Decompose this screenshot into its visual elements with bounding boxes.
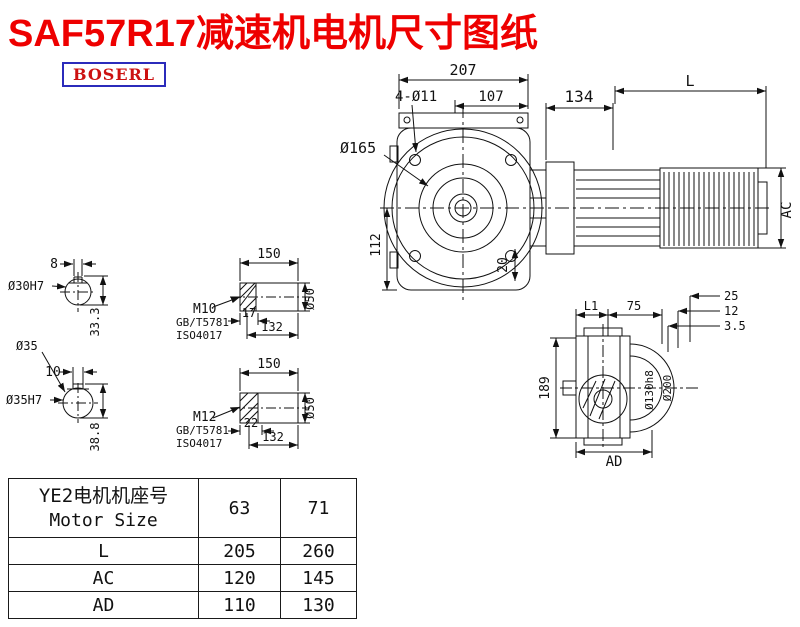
- row-label: L: [8, 537, 199, 565]
- shaft1-diameter: Ø50: [303, 288, 317, 310]
- shaft2-outer: Ø35: [16, 339, 38, 353]
- shaft1-key-width: 8: [50, 257, 58, 272]
- table-header-cn: YE2电机机座号: [38, 485, 169, 507]
- shaft2-thread-std1: GB/T5781: [176, 424, 229, 437]
- gearbox-side-view: [550, 292, 720, 458]
- shaft-end-view-2: [41, 351, 108, 423]
- shaft-side-view-2: [212, 368, 310, 449]
- table-header-cell: YE2电机机座号 Motor Size: [8, 478, 199, 538]
- dim-189: 189: [538, 376, 553, 399]
- row-label: AD: [8, 591, 199, 619]
- dimension-lines-main: [382, 74, 786, 291]
- dim-207: 207: [449, 61, 476, 79]
- shaft1-length: 150: [257, 247, 280, 262]
- dim-l1: L1: [584, 299, 598, 313]
- shaft2-bore: Ø35H7: [6, 393, 42, 407]
- dim-12: 12: [724, 304, 738, 318]
- dim-75: 75: [627, 299, 641, 313]
- dimension-text: 207 107 4-Ø11 Ø165 134 L AC 112 20 8 Ø30…: [6, 61, 795, 470]
- shaft2-usable-len: 132: [262, 430, 284, 444]
- table-row-AD: AD 110 130: [8, 591, 357, 619]
- dim-107: 107: [478, 89, 503, 105]
- table-col-63: 63: [198, 478, 281, 538]
- row-label: AC: [8, 564, 199, 592]
- shaft2-thread-len: 22: [244, 416, 258, 430]
- table-row-AC: AC 120 145: [8, 564, 357, 592]
- row-value: 145: [280, 564, 357, 592]
- shaft1-usable-len: 132: [261, 320, 283, 334]
- shaft-side-view-1: [212, 258, 310, 339]
- page-title: SAF57R17减速机电机尺寸图纸: [8, 13, 538, 55]
- dim-20: 20: [496, 257, 511, 273]
- shaft2-diameter: Ø50: [303, 397, 317, 419]
- dim-130: Ø130h8: [643, 370, 656, 410]
- shaft2-key-width: 10: [45, 365, 61, 380]
- shaft1-thread-std2: ISO4017: [176, 329, 222, 342]
- row-value: 205: [198, 537, 281, 565]
- shaft1-key-depth: 33.3: [88, 308, 102, 337]
- row-value: 110: [198, 591, 281, 619]
- shaft2-length: 150: [257, 357, 280, 372]
- shaft1-thread-std1: GB/T5781: [176, 316, 229, 329]
- motor-fins: [663, 172, 755, 246]
- dim-200: Ø200: [661, 375, 674, 402]
- row-value: 260: [280, 537, 357, 565]
- motor-side-view: [529, 161, 768, 255]
- shaft1-thread: M10: [193, 302, 216, 317]
- dim-ac: AC: [779, 202, 795, 219]
- table-header-row: YE2电机机座号 Motor Size 63 71: [8, 478, 357, 538]
- motor-size-table: YE2电机机座号 Motor Size 63 71 L 205 260 AC 1…: [8, 478, 357, 619]
- dim-25: 25: [724, 289, 738, 303]
- flange-dia-label: Ø165: [340, 139, 376, 157]
- row-value: 120: [198, 564, 281, 592]
- shaft2-thread: M12: [193, 410, 216, 425]
- dim-134: 134: [565, 87, 594, 106]
- shaft2-thread-std2: ISO4017: [176, 437, 222, 450]
- table-col-71: 71: [280, 478, 357, 538]
- dim-3-5: 3.5: [724, 319, 746, 333]
- dim-ad: AD: [606, 454, 623, 470]
- row-value: 130: [280, 591, 357, 619]
- shaft1-bore: Ø30H7: [8, 279, 44, 293]
- shaft2-key-depth: 38.8: [88, 423, 102, 452]
- dim-112: 112: [369, 233, 384, 256]
- shaft-end-view-1: [51, 259, 108, 312]
- table-header-en: Motor Size: [49, 510, 158, 531]
- table-row-L: L 205 260: [8, 537, 357, 565]
- holes-label: 4-Ø11: [395, 89, 437, 105]
- gearbox-front-view: [380, 104, 772, 300]
- brand-logo: BOSERL: [62, 62, 167, 87]
- shaft1-thread-len: 17: [242, 306, 256, 320]
- dim-l: L: [685, 72, 694, 90]
